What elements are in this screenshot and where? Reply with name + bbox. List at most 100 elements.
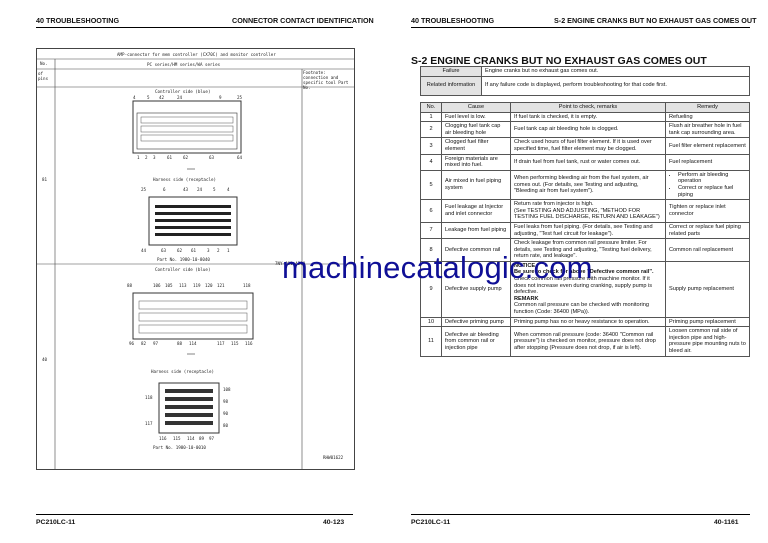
row-remedy: Correct or replace fuel piping related p… bbox=[665, 221, 750, 240]
right-footer-rule bbox=[411, 514, 750, 515]
view4-pin-r4: 80 bbox=[223, 423, 229, 428]
reference-note: Footnote: connection and specific tool P… bbox=[303, 70, 349, 90]
view4-pin-b4: 89 bbox=[199, 436, 205, 441]
row-remedy: Priming pump replacement bbox=[665, 316, 750, 328]
pins-label: of pins bbox=[38, 71, 49, 81]
view1-pin-b6: 63 bbox=[209, 155, 215, 160]
row-remedy: Perform air bleeding operation Correct o… bbox=[665, 169, 750, 201]
related-label: Related information bbox=[420, 75, 482, 96]
view1-pin-5: 9 bbox=[219, 95, 222, 100]
row-cause: Defective priming pump bbox=[441, 316, 511, 328]
view4-pin-r1: 108 bbox=[223, 387, 231, 392]
row-cause: Clogging fuel tank cap air bleeding hole bbox=[441, 121, 511, 139]
row-point: Priming pump has no or heavy resistance … bbox=[510, 316, 666, 328]
view2-pin-1: 25 bbox=[141, 187, 147, 192]
view3-pin-b3: 97 bbox=[153, 341, 159, 346]
row-point: When performing bleeding air from the fu… bbox=[510, 169, 666, 201]
row-remedy: Refueling bbox=[665, 111, 750, 123]
view1-pin-b5: 62 bbox=[183, 155, 189, 160]
section-title: S-2 ENGINE CRANKS BUT NO EXHAUST GAS COM… bbox=[411, 55, 707, 67]
col-cause: Cause bbox=[441, 102, 511, 113]
row-remedy: Fuel filter element replacement bbox=[665, 137, 750, 155]
view1-pin-3: 42 bbox=[159, 95, 165, 100]
table-row: 1 Fuel level is low. If fuel tank is che… bbox=[420, 111, 750, 123]
point-line: Return rate from injector is high. bbox=[514, 201, 594, 208]
view2-pin-3: 43 bbox=[183, 187, 189, 192]
row-remedy: Fuel replacement bbox=[665, 153, 750, 171]
connector-drawing-svg bbox=[37, 58, 354, 469]
series-line: PC series/HM series/WA series bbox=[147, 62, 221, 67]
row-remedy: Common rail replacement bbox=[665, 238, 750, 262]
view1-pin-b1: 1 bbox=[137, 155, 140, 160]
notice-title: NOTICE bbox=[514, 262, 536, 269]
view1-pin-b4: 61 bbox=[167, 155, 173, 160]
row-no: 11 bbox=[420, 326, 442, 357]
table-row: 9 Defective supply pump NOTICE Be sure t… bbox=[420, 260, 750, 318]
view2-pin-b2: 63 bbox=[161, 248, 167, 253]
view2-label: Harness side (receptacle) bbox=[153, 177, 217, 182]
col-point: Point to check, remarks bbox=[510, 102, 666, 113]
col-no: No. bbox=[420, 102, 442, 113]
right-header-rule bbox=[411, 27, 750, 28]
table-row: 3 Clogged fuel filter element Check used… bbox=[420, 137, 750, 155]
view3-pin-3: 105 bbox=[165, 283, 173, 288]
part-number-1: Part No. 1980-10-8040 bbox=[157, 257, 210, 262]
view2-pin-b1: 44 bbox=[141, 248, 147, 253]
row-point: Fuel tank cap air bleeding hole is clogg… bbox=[510, 121, 666, 139]
view3-label: Controller side (blue) bbox=[155, 267, 211, 272]
row-no: 5 bbox=[420, 169, 442, 201]
row-point: Fuel leaks from fuel piping. (For detail… bbox=[510, 221, 666, 240]
view2-pin-b4: 61 bbox=[191, 248, 197, 253]
right-footer-page: 40-1161 bbox=[714, 519, 739, 526]
view3-pin-5: 119 bbox=[193, 283, 201, 288]
row-cause: Defective air bleeding from common rail … bbox=[441, 326, 511, 357]
view3-pin-b1: 96 bbox=[129, 341, 135, 346]
right-header-title: S-2 ENGINE CRANKS BUT NO EXHAUST GAS COM… bbox=[554, 16, 757, 25]
failure-value: Engine cranks but no exhaust gas comes o… bbox=[481, 66, 750, 77]
row-cause: Defective supply pump bbox=[441, 260, 511, 318]
row-remedy: Tighten or replace inlet connector bbox=[665, 199, 750, 223]
table-row: 7 Leakage from fuel piping Fuel leaks fr… bbox=[420, 221, 750, 240]
view3-pin-b6: 117 bbox=[217, 341, 225, 346]
view3-pin-b2: 82 bbox=[141, 341, 147, 346]
failure-row: Failure Engine cranks but no exhaust gas… bbox=[420, 66, 750, 77]
view2-pin-4: 24 bbox=[197, 187, 203, 192]
row-cause: Fuel level is low. bbox=[441, 111, 511, 123]
table-row: 4 Foreign materials are mixed into fuel.… bbox=[420, 153, 750, 171]
row-cause: Leakage from fuel piping bbox=[441, 221, 511, 240]
row-point: Check leakage from common rail pressure … bbox=[510, 238, 666, 262]
row-cause: Air mixed in fuel piping system bbox=[441, 169, 511, 201]
failure-table: Failure Engine cranks but no exhaust gas… bbox=[420, 66, 750, 96]
left-page: 40 TROUBLESHOOTING CONNECTOR CONTACT IDE… bbox=[36, 16, 374, 526]
view4-pin-r2: 98 bbox=[223, 399, 229, 404]
point-line: (See TESTING AND ADJUSTING, "METHOD FOR … bbox=[514, 207, 660, 221]
view3-pin-7: 121 bbox=[217, 283, 225, 288]
row-cause: Fuel leakage at Injector and inlet conne… bbox=[441, 199, 511, 223]
view2-pin-b5: 3 bbox=[207, 248, 210, 253]
view4-pin-l1: 118 bbox=[145, 395, 153, 400]
view2-pin-2: 6 bbox=[163, 187, 166, 192]
row-no: 2 bbox=[420, 121, 442, 139]
part-number-2: 7NY-001-4290 bbox=[275, 261, 306, 266]
view1-pin-6: 25 bbox=[237, 95, 243, 100]
view3-pin-b7: 115 bbox=[231, 341, 239, 346]
view1-label: Controller side (blue) bbox=[155, 89, 211, 94]
view1-pin-b7: 64 bbox=[237, 155, 243, 160]
view3-pin-b5: 114 bbox=[189, 341, 197, 346]
related-row: Related information If any failure code … bbox=[420, 75, 750, 96]
row-no: 4 bbox=[420, 153, 442, 171]
view1-pin-b3: 3 bbox=[153, 155, 156, 160]
view3-pin-b8: 116 bbox=[245, 341, 253, 346]
view2-pin-5: 5 bbox=[213, 187, 216, 192]
failure-label: Failure bbox=[420, 66, 482, 77]
row-point: When common rail pressure (code: 36400 "… bbox=[510, 326, 666, 357]
drawing-title: AMP-connector for mem controller (CX70C)… bbox=[117, 52, 276, 57]
row-point: Return rate from injector is high. (See … bbox=[510, 199, 666, 223]
view4-pin-b1: 116 bbox=[159, 436, 167, 441]
row-remedy: Loosen common rail side of injection pip… bbox=[665, 326, 750, 357]
row-no: 10 bbox=[420, 316, 442, 328]
view2-pin-b3: 62 bbox=[177, 248, 183, 253]
view1-pin-1: 4 bbox=[133, 95, 136, 100]
left-footer-rule bbox=[36, 514, 353, 515]
troubleshooting-table: No. Cause Point to check, remarks Remedy… bbox=[420, 102, 750, 357]
